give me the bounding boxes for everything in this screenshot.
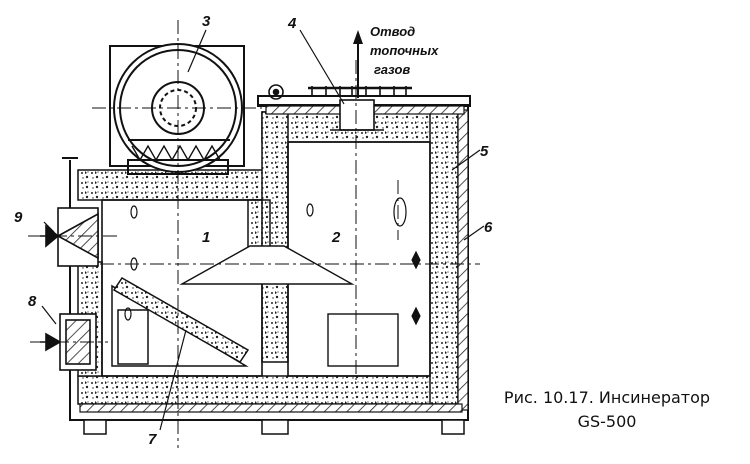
exhaust-label-line1: Отвод	[370, 24, 415, 39]
caption-line2: GS-500	[577, 412, 637, 431]
axis-lines	[28, 20, 480, 448]
exhaust-arrow	[353, 30, 363, 98]
deflector-cone	[179, 245, 355, 285]
exhaust-label-line2: топочных	[370, 43, 439, 58]
ash-box	[327, 313, 399, 367]
support-feet	[83, 419, 465, 435]
fan-assembly	[109, 43, 245, 175]
burner-upper	[40, 207, 99, 267]
callout-5: 5	[480, 143, 489, 160]
exhaust-label-line3: газов	[374, 62, 410, 77]
callout-8: 8	[28, 293, 37, 310]
callout-7: 7	[148, 431, 157, 448]
callout-1: 1	[202, 229, 210, 246]
figure-caption: Рис. 10.17. Инсинератор GS-500	[482, 386, 732, 434]
callout-6: 6	[484, 219, 493, 236]
callout-9: 9	[14, 209, 23, 226]
leader-lines	[41, 29, 485, 431]
callout-3: 3	[202, 13, 211, 30]
sloped-hearth	[111, 277, 250, 367]
callout-2: 2	[331, 229, 341, 246]
exhaust-stack	[268, 84, 412, 131]
callout-4: 4	[287, 15, 297, 32]
caption-line1: Рис. 10.17. Инсинератор	[503, 388, 711, 407]
